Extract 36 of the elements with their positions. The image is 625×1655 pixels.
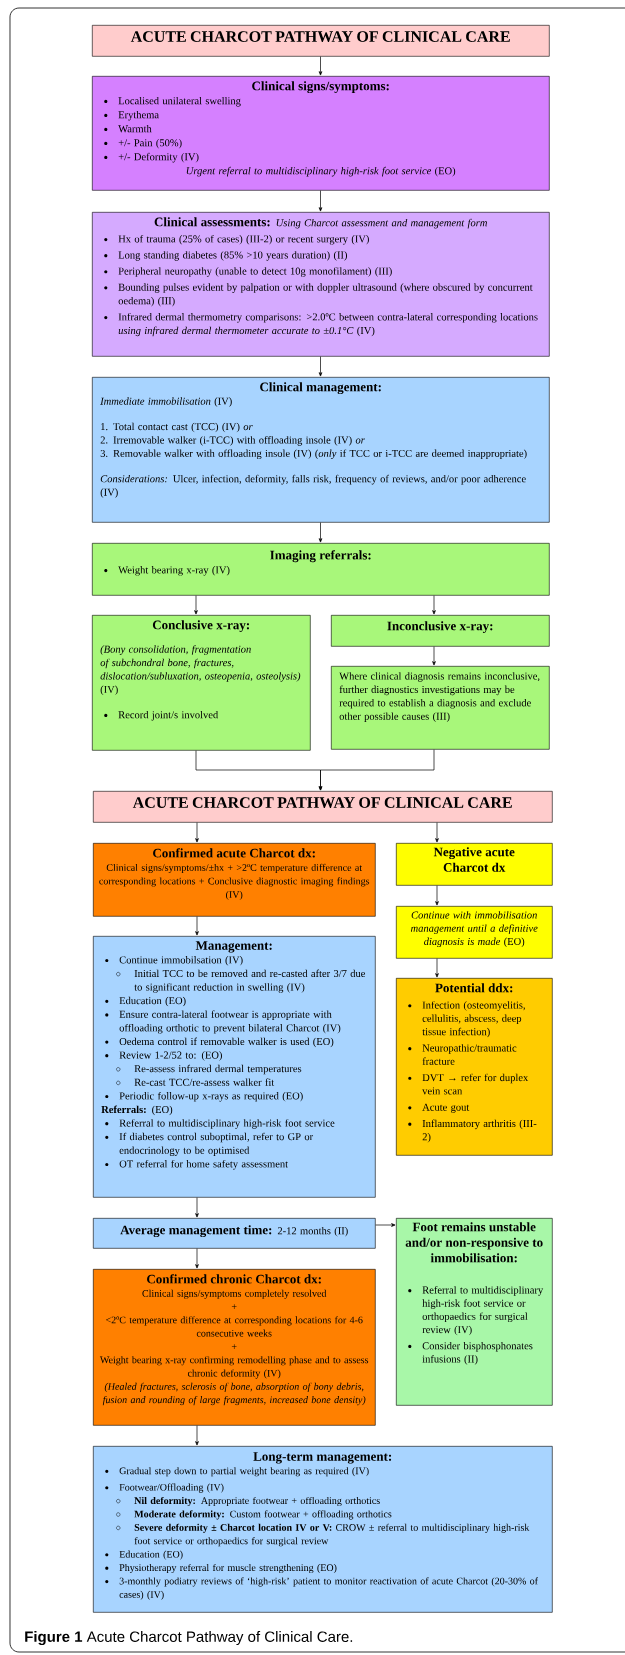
arrow	[432, 595, 436, 615]
pathway-box: Imaging referrals: Weight bearing x-ray (IV)	[92, 543, 550, 596]
figure-caption: Figure 1 Acute Charcot Pathway of Clinical Care.	[25, 1631, 353, 1646]
pathway-box: Inconclusive x-ray:	[331, 615, 550, 647]
arrow	[318, 522, 323, 543]
arrow	[195, 1197, 199, 1218]
pathway-box: Clinical signs/symptoms: Localised unilateral swelling Erythema Warmth +/- Pain (50%) +/- Deformity (IV) Urgent referral to multidisciplinary high-risk foot service (EO)	[92, 76, 550, 191]
pathway-box: Foot remains unstable and/or non-responsive to immobilisation: Referral to multidisciplinary high-risk foot service or orthopaedics for surgical review (IV) Consider bisphosphonates infusions (II)	[396, 1218, 553, 1406]
arrow	[432, 646, 436, 666]
pathway-box: Confirmed acute Charcot dx: Clinical signs/symptoms/±hx + >2ºC temperature difference at corresponding locations + Conclusive diagnostic imaging findings (IV)	[93, 843, 376, 917]
pathway-box: Conclusive x-ray: (Bony consolidation, fragmentation of subchondral bone, fractures, dislocation/subluxation, osteopenia, osteolysis) (IV) Record joint/s involved	[92, 615, 311, 751]
pathway-box: Confirmed chronic Charcot dx: Clinical signs/symptoms completely resolved + <2ºC temperature difference at corresponding locations for 4-6 consecutive weeks + Weight bearing x-ray confirming remodelling phase and to assess chronic deformity (IV) (Healed fractures, sclerosis of bone, absorption of bony debris, fusion and rounding of large fragments, increased bone density)	[93, 1269, 376, 1426]
pathway-box: Management: Continue immobilsation (IV) Initial TCC to be removed and re-casted after 3/7 due to significant reduction in swelling (IV) Education (EO) Ensure contra-lateral footwear is appropriate with offloading orthotic to prevent bilateral Charcot (IV) Oedema control if removable walker is used (EO) Review 1-2/52 to: (EO) Re-assess infrared dermal temperatures Re-cast TCC/re-assess walker fit Periodic follow-up x-rays as required (EO) Referrals: (EO) Referral to multidisciplinary high-risk foot service If diabetes control suboptimal, refer to GP or endocrinology to be optimised OT referral for home safety assessment	[93, 936, 376, 1198]
arrow	[435, 822, 439, 843]
arrow	[435, 958, 439, 978]
arrow	[195, 1248, 199, 1269]
pathway-box: Average management time: 2-12 months (II)	[93, 1218, 376, 1249]
title-banner: ACUTE CHARCOT PATHWAY OF CLINICAL CARE	[92, 25, 550, 57]
arrow	[318, 749, 435, 791]
title-banner: ACUTE CHARCOT PATHWAY OF CLINICAL CARE	[93, 791, 553, 823]
pathway-box: Potential ddx: Infection (osteomyelitis, cellulitis, abscess, deep tissue infection) Neuropathic/traumatic fracture DVT → refer for duplex vein scan Acute gout Inflammatory arthritis (III-2)	[396, 978, 553, 1156]
arrow	[318, 190, 323, 212]
pathway-box: Negative acute Charcot dx	[396, 843, 553, 886]
pathway-box: Continue with immobilisation management until a definitive diagnosis is made (EO)	[396, 906, 553, 959]
arrow	[195, 916, 199, 936]
pathway-box: Long-term management: Gradual step down to partial weight bearing as required (IV) Footwear/Offloading (IV) Nil deformity: Appropriate footwear + offloading orthotics Moderate deformity: Custom footwear + offloading orthotics Severe deformity ± Charcot location IV or V: CROW ± referral to multidisciplinary high-risk foot service or orthopaedics for surgical review Education (EO) Physiotherapy referral for muscle strengthening (EO) 3-monthly podiatry reviews of ‘high-risk’ patient to monitor reactivation of acute Charcot (20-30% of cases) (IV)	[93, 1446, 553, 1613]
arrow	[194, 595, 198, 615]
arrow	[375, 1223, 396, 1227]
pathway-box: Where clinical diagnosis remains inconclusive, further diagnostics investigations may be required to establish a diagnosis and exclude other possible causes (III)	[331, 666, 550, 750]
pathway-box: Clinical assessments: Using Charcot assessment and management form Hx of trauma (25% of cases) (III-2) or recent surgery (IV) Long standing diabetes (85% >10 years duration) (II) Peripheral neuropathy (unable to detect 10g monofilament) (III) Bounding pulses evident by palpation or with doppler ultrasound (where obscured by concurrent oedema) (III) Infrared dermal thermometry comparisons: >2.0ºC between contra-lateral corresponding locations using infrared dermal thermometer accurate to ±0.1°C (IV)	[92, 212, 550, 357]
pathway-box: Clinical management: Immediate immobilisation (IV) 1. Total contact cast (TCC) (IV) or 2. Irremovable walker (i-TCC) with offloading insole (IV) or 3. Removable walker with offloading insole (IV) (only if TCC or i-TCC are deemed inappropriate) Considerations: Ulcer, infection, deformity, falls risk, frequency of reviews, and/or poor adherence (IV)	[92, 377, 550, 523]
arrow	[195, 1425, 199, 1446]
arrow	[435, 885, 439, 906]
arrow	[195, 822, 199, 843]
arrow	[318, 56, 323, 76]
arrow	[318, 356, 323, 377]
